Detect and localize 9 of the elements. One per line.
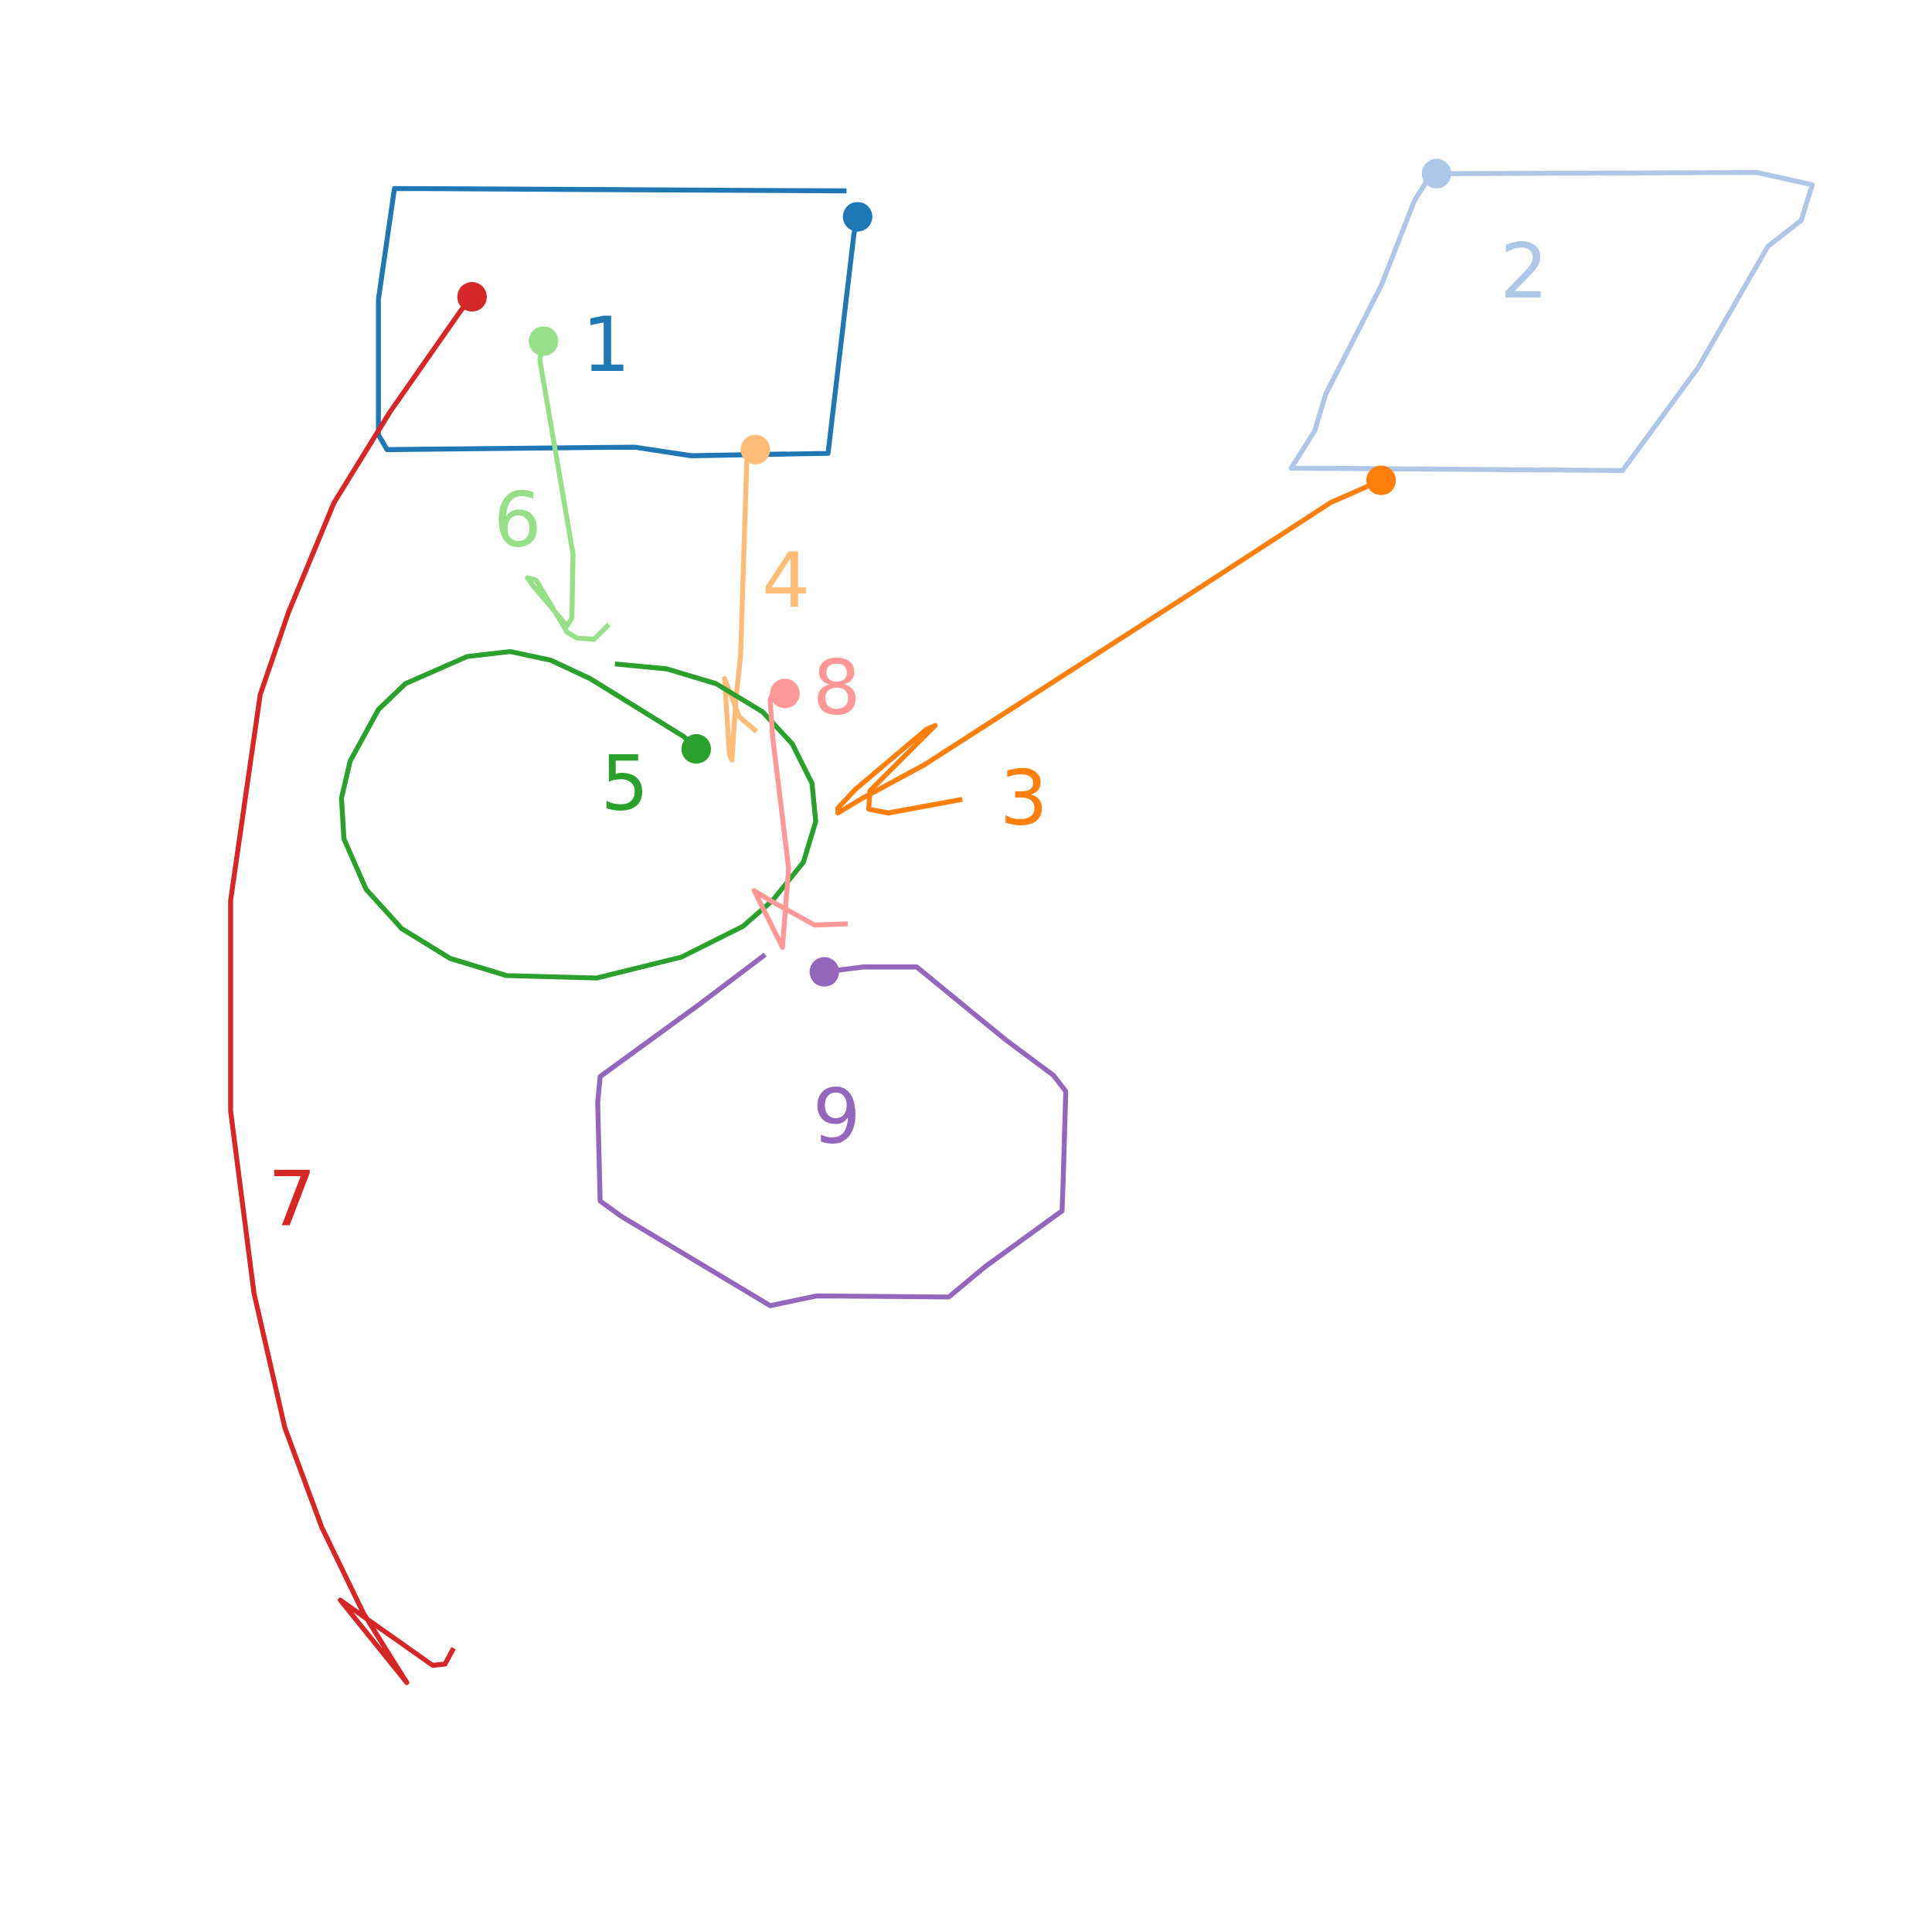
stroke-number: 5 <box>600 746 649 821</box>
stroke-number: 3 <box>999 760 1049 837</box>
stroke-number: 2 <box>1500 233 1549 309</box>
stroke-number: 8 <box>812 649 861 726</box>
stroke-number: 4 <box>762 542 811 618</box>
stroke-number: 1 <box>582 307 631 383</box>
stroke-number: 6 <box>493 481 542 558</box>
stroke-number: 7 <box>267 1161 317 1237</box>
stroke-number: 9 <box>812 1078 861 1155</box>
